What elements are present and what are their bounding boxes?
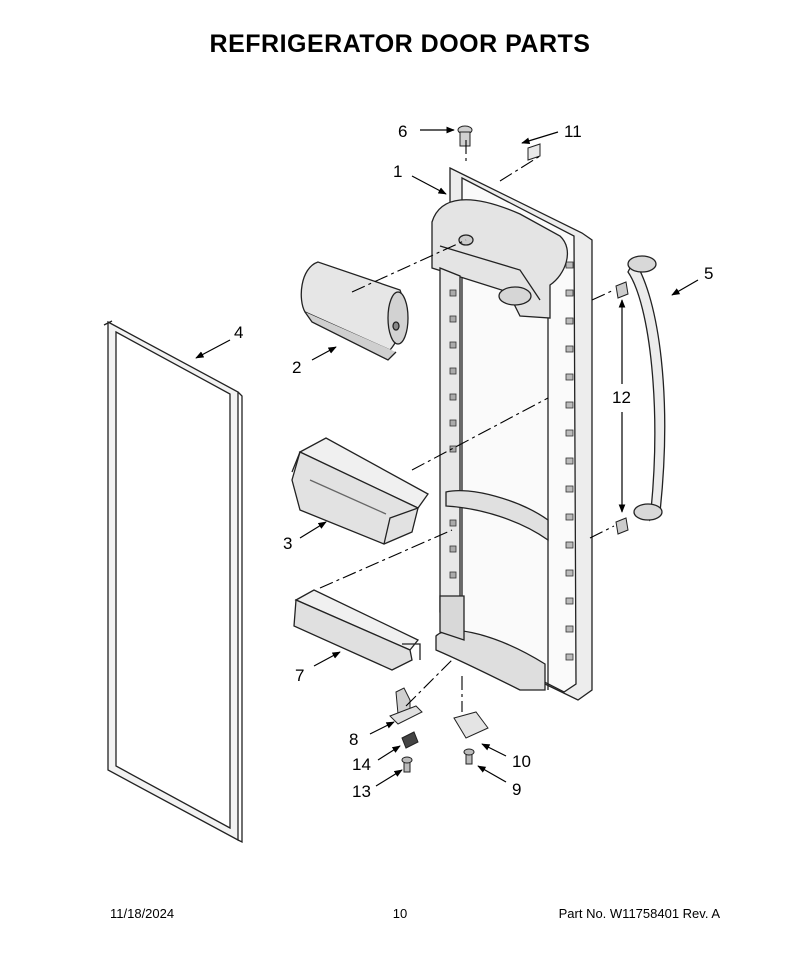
callout-label-5: 5 <box>704 264 713 283</box>
hinge-shim <box>527 143 541 161</box>
handle-studs <box>615 281 629 535</box>
hinge-bushing <box>401 731 419 749</box>
hinge-bracket <box>453 711 489 739</box>
hinge-plug <box>457 125 473 147</box>
bottom-shelf-bin <box>293 589 421 671</box>
callout-label-11: 11 <box>564 122 582 141</box>
callout-label-2: 2 <box>292 358 301 377</box>
alignment-lines <box>319 140 615 712</box>
door-liner <box>431 166 593 701</box>
callout-label-4: 4 <box>234 323 243 342</box>
footer-date: 11/18/2024 <box>110 906 175 921</box>
callout-label-12: 12 <box>612 388 631 407</box>
footer-page-number: 10 <box>392 906 408 921</box>
hinge-screw-right <box>463 748 475 765</box>
callout-labels: 1 2 3 4 5 6 7 8 9 10 11 12 13 14 <box>234 122 713 801</box>
page-title: REFRIGERATOR DOOR PARTS <box>209 30 591 58</box>
hinge-screw-left <box>401 756 413 773</box>
callout-label-6: 6 <box>398 122 407 141</box>
lower-hinge-pin <box>389 687 423 725</box>
callout-label-10: 10 <box>512 752 531 771</box>
dispenser-cover <box>300 261 409 361</box>
door-bin <box>291 437 429 545</box>
door-gasket <box>103 320 243 844</box>
callout-label-7: 7 <box>295 666 304 685</box>
callout-label-9: 9 <box>512 780 521 799</box>
callout-label-13: 13 <box>352 782 371 801</box>
callout-label-3: 3 <box>283 534 292 553</box>
callout-label-14: 14 <box>352 755 371 774</box>
callout-label-8: 8 <box>349 730 358 749</box>
footer-part-number: Part No. W11758401 Rev. A <box>558 906 720 921</box>
door-handle <box>627 255 666 522</box>
callout-arrows <box>195 126 699 787</box>
callout-label-1: 1 <box>393 162 402 181</box>
